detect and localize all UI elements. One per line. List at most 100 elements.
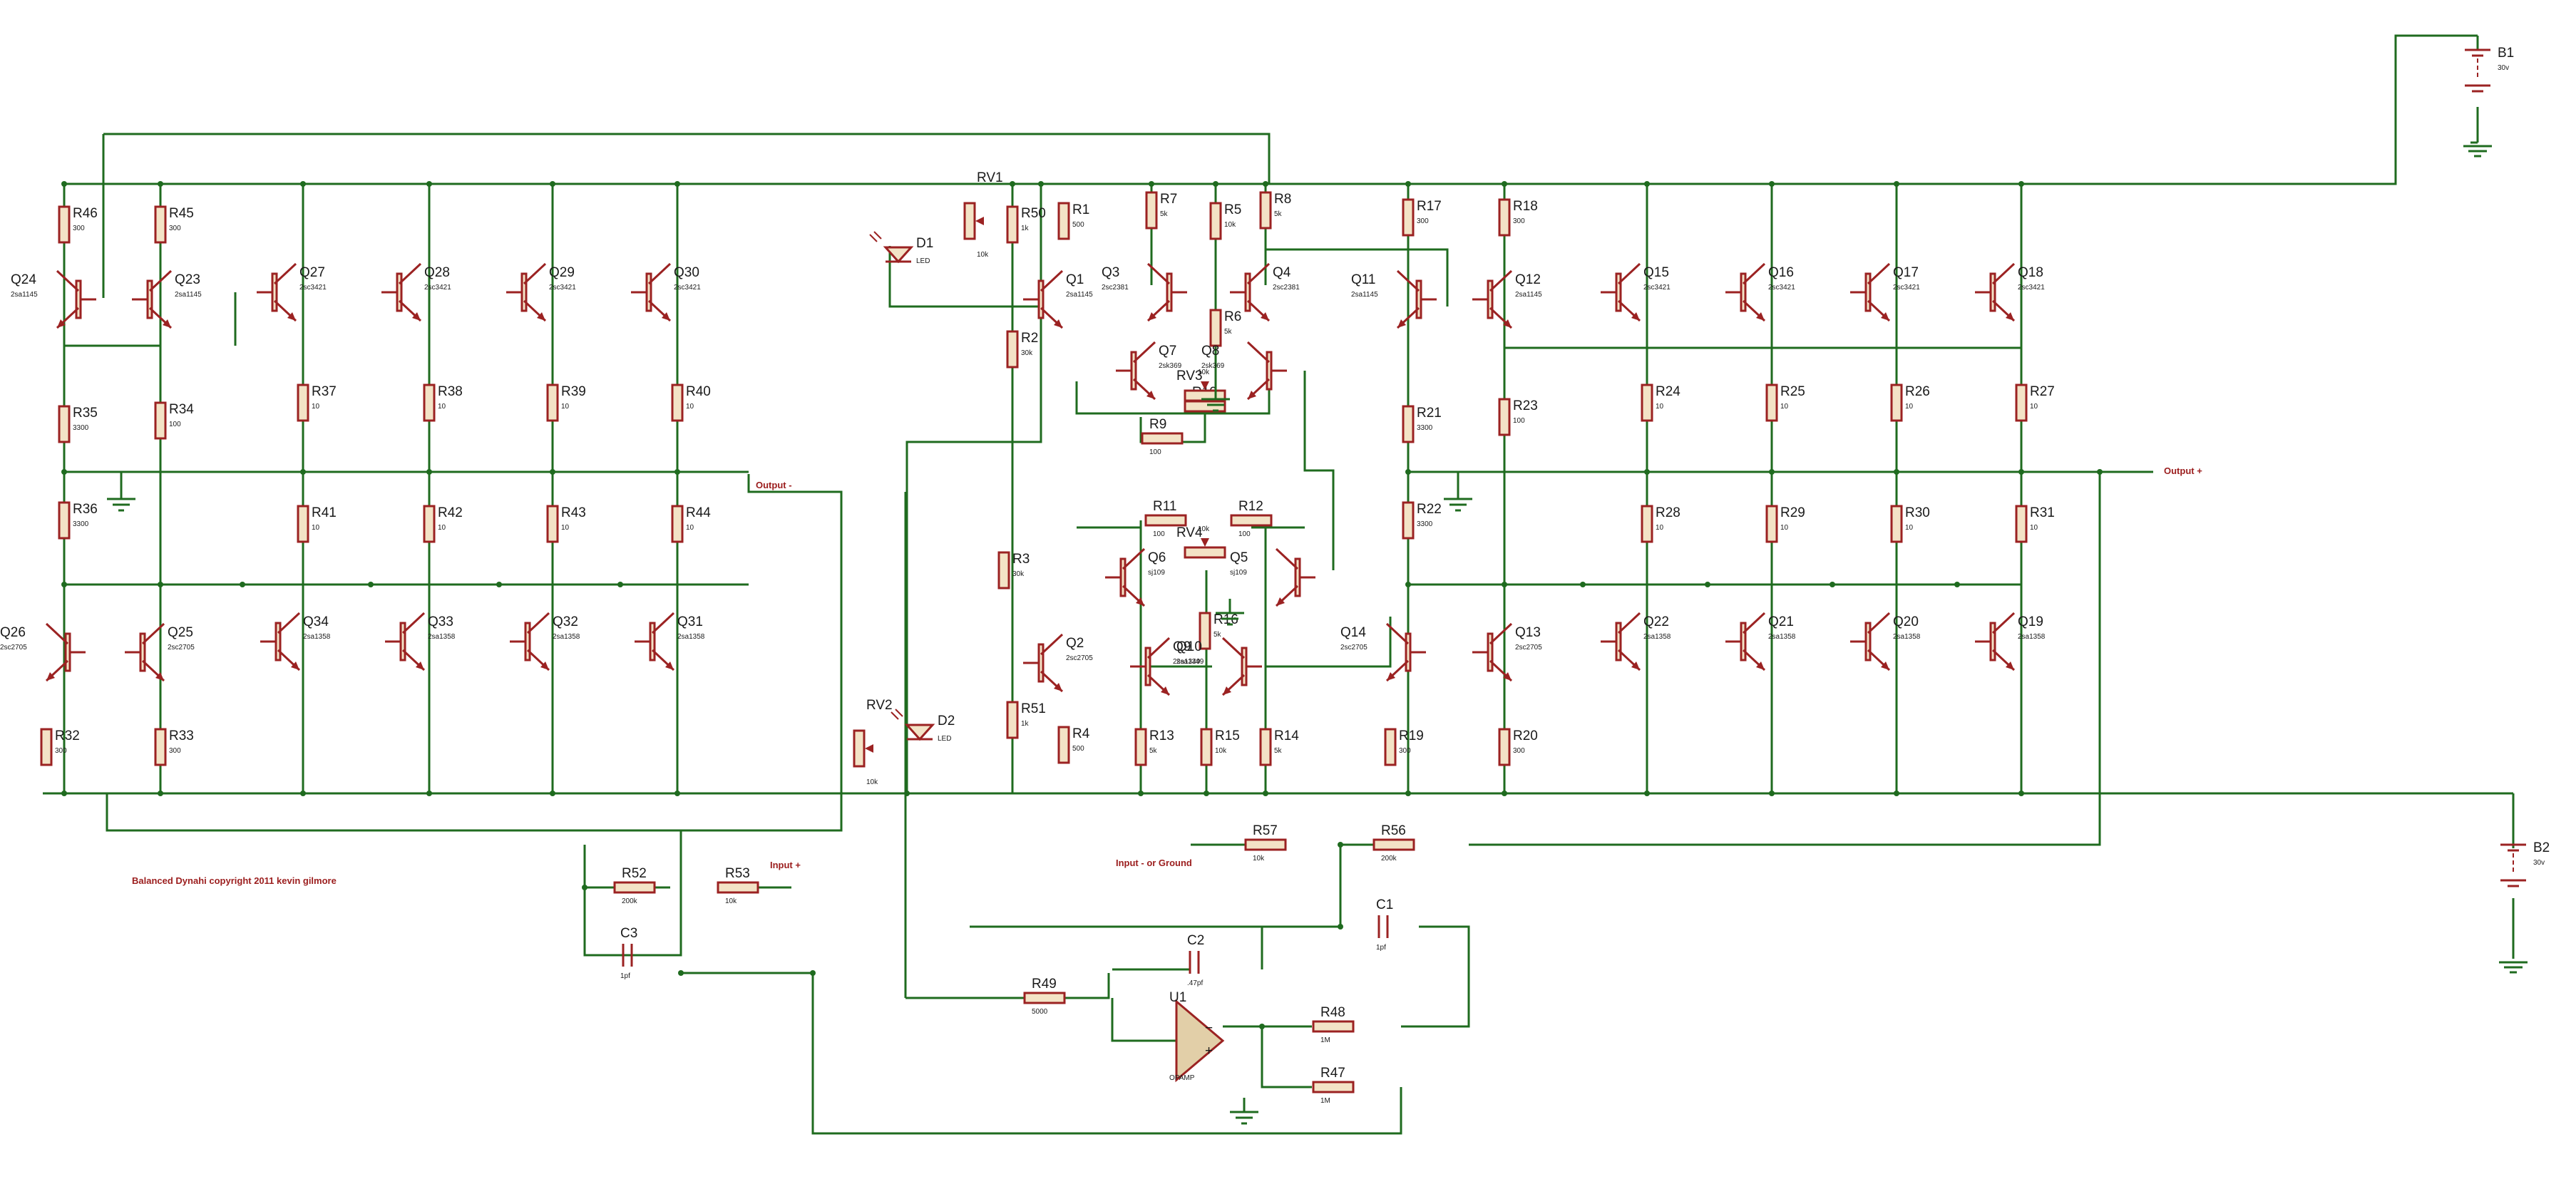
resistor-value: 3300 [1417,424,1433,432]
transistor-value: 2sa1145 [1066,291,1093,299]
led-value: LED [938,735,951,743]
capacitor-value: 1pf [620,972,630,980]
transistor-value: 2sc3421 [1768,284,1795,292]
resistor-value: 10 [312,403,320,411]
junction-dot [2018,181,2024,187]
resistor-ref: R43 [561,505,586,520]
resistor-value: 10k [1215,747,1227,755]
resistor-ref: R40 [686,384,711,399]
transistor-q8: Q8 2sk369 [1201,341,1287,401]
transistor-ref: Q24 [11,272,36,287]
resistor-r25: R25 10 [1765,383,1805,422]
led-ref: D2 [938,714,955,729]
pot-ref: RV2 [866,698,893,713]
resistor-ref: R19 [1399,729,1424,743]
resistor-ref: R27 [2030,384,2055,399]
resistor-value: 300 [1417,217,1429,225]
transistor-value: 2sc2705 [1515,644,1542,652]
junction-dot [61,469,67,475]
capacitor-ref: C2 [1187,933,1204,948]
junction-dot [617,582,623,587]
resistor-value: 10 [1780,403,1789,411]
resistor-value: 5k [1274,747,1283,755]
resistor-ref: R28 [1656,505,1680,520]
wires [43,34,2515,1135]
transistor-ref: Q9 [1173,639,1191,654]
junction-dot [61,181,67,187]
input-minus-label: Input - or Ground [1116,858,1192,868]
transistor-ref: Q12 [1515,272,1541,287]
resistor-value: 100 [1238,530,1251,538]
transistor-value: 2sa1145 [11,291,38,299]
resistor-value: 30k [1012,570,1025,578]
output-plus-label: Output + [2164,465,2202,476]
resistor-value: 10 [561,524,570,532]
resistor-ref: R53 [725,866,750,881]
transistor-value: 2sk369 [1201,362,1225,370]
transistor-ref: Q18 [2018,265,2043,280]
resistor-ref: R1 [1072,202,1089,217]
resistor-value: 10k [1224,221,1236,229]
opamp-value: OPAMP [1169,1074,1195,1082]
resistor-ref: R25 [1780,384,1805,399]
junction-dot [1405,791,1411,796]
transistor-ref: Q29 [549,265,575,280]
resistor-value: 10 [1780,524,1789,532]
junction-dot [1338,842,1343,848]
resistor-ref: R18 [1513,199,1538,214]
transistor-value: 2sa1358 [1643,633,1671,641]
resistor-ref: R36 [73,502,98,517]
junction-dot [61,582,67,587]
resistor-ref: R39 [561,384,586,399]
resistor-ref: R35 [73,406,98,421]
resistor-ref: R38 [438,384,463,399]
transistor-value: 2sc2705 [1340,644,1367,652]
transistor-ref: Q8 [1201,344,1219,359]
junction-dot [674,469,680,475]
resistor-value: 300 [1513,747,1525,755]
resistor-value: 10 [438,403,446,411]
resistor-value: 300 [169,747,181,755]
resistor-value: 100 [1149,448,1161,456]
junction-dot [1149,181,1154,187]
transistor-ref: Q26 [0,625,26,640]
transistor-value: 2sa1358 [2018,633,2046,641]
junction-dot [1263,181,1268,187]
junction-dot [1644,181,1650,187]
pot-value: 10k [1198,525,1210,533]
resistor-value: 300 [1399,747,1411,755]
resistor-value: 300 [73,225,85,232]
transistor-ref: Q17 [1893,265,1919,280]
resistor-value: 10k [725,897,737,905]
resistor-value: 10k [1253,855,1265,863]
resistor-value: 10 [686,524,694,532]
capacitor-ref: C3 [620,926,637,941]
opamp-plus-sign: + [1205,1044,1213,1059]
junction-dot [61,791,67,796]
transistor-value: 2sc3421 [1643,284,1671,292]
transistor-value: 2sa1145 [1351,291,1378,299]
